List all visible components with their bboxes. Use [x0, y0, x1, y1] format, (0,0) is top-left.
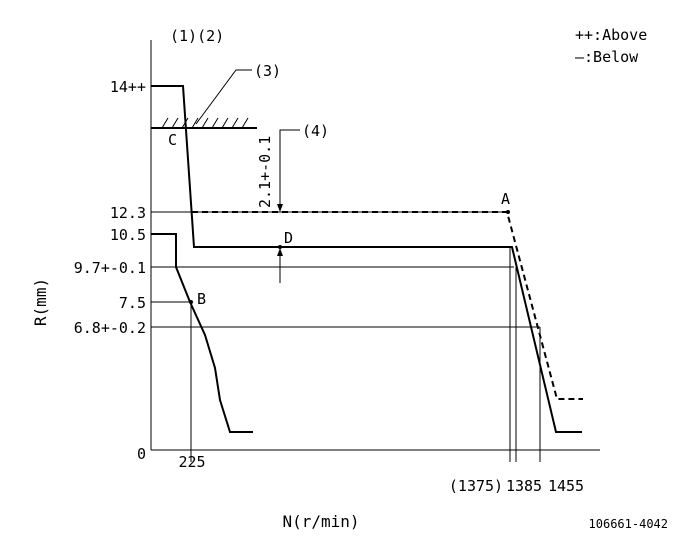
arrow-head-top: [277, 204, 283, 212]
x-tick-1375: (1375): [449, 477, 503, 495]
callout-4-leader: [279, 129, 300, 210]
label-top-left: (1)(2): [170, 27, 224, 45]
legend-above: ++:Above: [575, 26, 647, 44]
y-tick-9-7: 9.7+-0.1: [74, 259, 146, 277]
below-curve-lower: [151, 233, 253, 433]
y-tick-12-3: 12.3: [110, 204, 146, 222]
callout-3-leader: [195, 69, 252, 125]
label-callout-3: (3): [254, 62, 281, 80]
y-tick-6-8: 6.8+-0.2: [74, 319, 146, 337]
label-point-a: A: [501, 190, 510, 208]
origin-label: 0: [137, 445, 146, 463]
label-point-b: B: [197, 290, 206, 308]
point-d-marker: [278, 245, 282, 249]
y-tick-10-5: 10.5: [110, 226, 146, 244]
point-b-marker: [189, 300, 193, 304]
arrow-head-bottom: [277, 248, 283, 256]
stopper-hatch: [161, 117, 249, 129]
below-curve-main: [151, 85, 582, 433]
above-curve: [192, 211, 583, 400]
label-callout-4: (4): [302, 122, 329, 140]
legend-below: —:Below: [575, 48, 639, 66]
drawing-id: 106661-4042: [589, 517, 668, 531]
label-point-d: D: [284, 229, 293, 247]
y-tick-14: 14++: [110, 78, 146, 96]
label-delta-note: 2.1+-0.1: [256, 136, 274, 208]
x-tick-225: 225: [178, 453, 205, 471]
x-axis-title: N(r/min): [282, 512, 359, 531]
y-tick-7-5: 7.5: [119, 294, 146, 312]
x-tick-1455: 1455: [548, 477, 584, 495]
y-axis-title: R(mm): [31, 278, 50, 326]
point-a-marker: [506, 210, 510, 214]
x-tick-1385: 1385: [506, 477, 542, 495]
label-point-c: C: [168, 131, 177, 149]
